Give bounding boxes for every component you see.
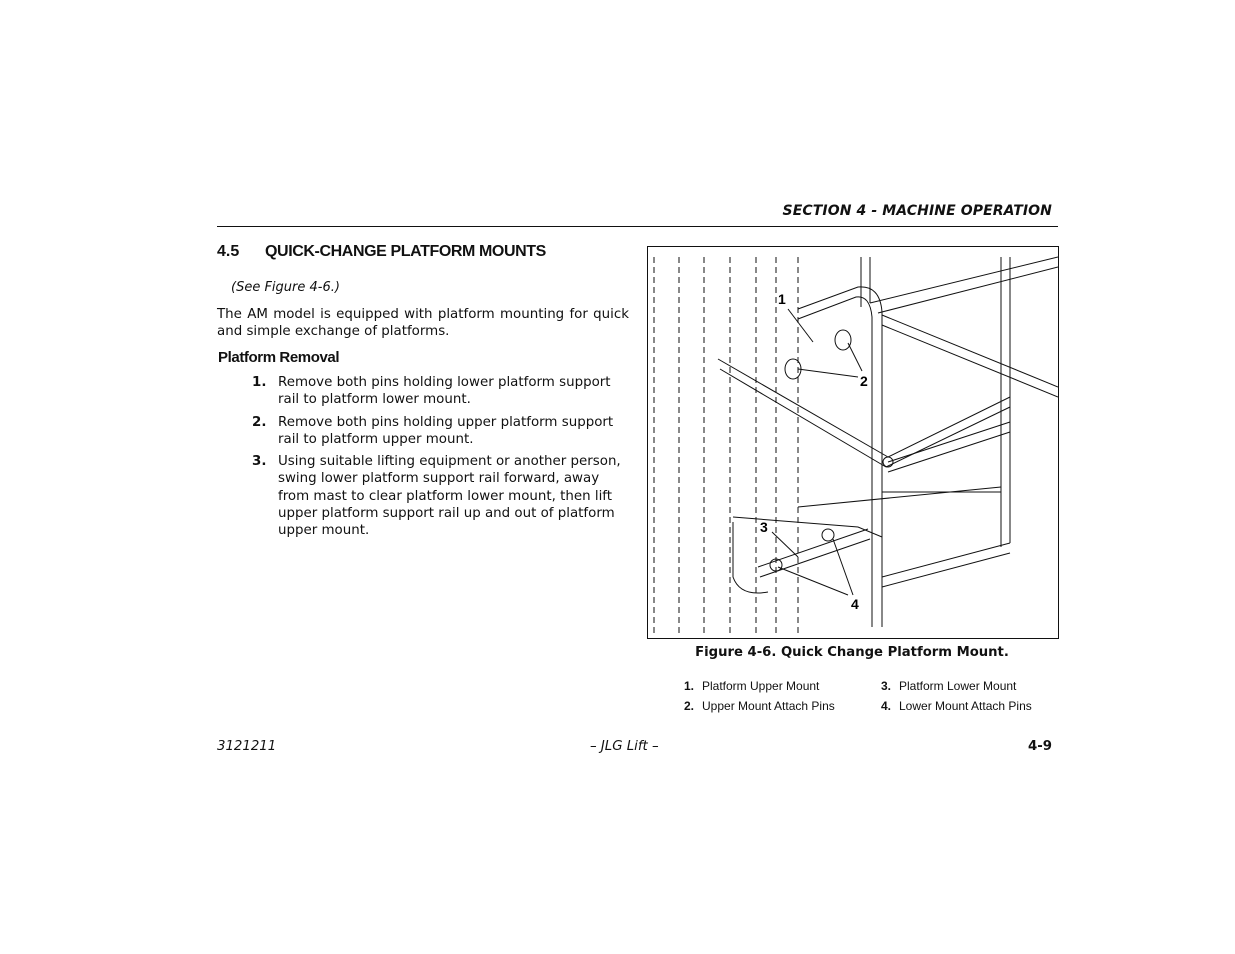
legend-item: 1. Platform Upper Mount (684, 679, 819, 693)
footer-brand: – JLG Lift – (590, 739, 659, 754)
section-number: 4.5 (217, 243, 240, 260)
step-text: Using suitable lifting equipment or anot… (278, 454, 621, 539)
step-number: 1. (252, 375, 267, 390)
intro-paragraph: The AM model is equipped with platform m… (217, 307, 629, 339)
callout-2: 2 (860, 373, 868, 389)
legend-label: Upper Mount Attach Pins (702, 699, 835, 713)
figure-caption: Figure 4-6. Quick Change Platform Mount. (695, 645, 1009, 660)
platform-mount-drawing: 1 2 3 4 (653, 256, 1059, 637)
legend-item: 3. Platform Lower Mount (881, 679, 1016, 693)
legend-number: 3. (881, 679, 892, 693)
list-item: 3. Using suitable lifting equipment or a… (217, 453, 632, 539)
document-number: 3121211 (217, 739, 277, 754)
page-number: 4-9 (1027, 739, 1052, 754)
figure-reference: (See Figure 4-6.) (231, 280, 340, 295)
procedure-steps: 1. Remove both pins holding lower platfo… (217, 374, 632, 545)
legend-label: Lower Mount Attach Pins (899, 699, 1032, 713)
legend-label: Platform Upper Mount (702, 679, 820, 693)
step-number: 3. (252, 454, 267, 470)
legend-number: 2. (684, 699, 695, 713)
legend-item: 2. Upper Mount Attach Pins (684, 699, 835, 713)
legend-label: Platform Lower Mount (899, 679, 1017, 693)
legend-item: 4. Lower Mount Attach Pins (881, 699, 1032, 713)
legend-number: 4. (881, 699, 892, 713)
legend-number: 1. (684, 679, 695, 693)
callout-3: 3 (760, 519, 768, 535)
step-text: Remove both pins holding lower platform … (278, 375, 611, 408)
list-item: 2. Remove both pins holding upper platfo… (217, 414, 632, 449)
subheading: Platform Removal (218, 349, 340, 366)
callout-1: 1 (778, 291, 786, 307)
callout-4: 4 (851, 596, 859, 612)
list-item: 1. Remove both pins holding lower platfo… (217, 374, 632, 409)
figure-illustration: 1 2 3 4 (647, 246, 1059, 639)
step-text: Remove both pins holding upper platform … (278, 414, 614, 447)
section-header: SECTION 4 - MACHINE OPERATION (782, 203, 1052, 219)
header-rule (217, 226, 1058, 227)
section-title: QUICK-CHANGE PLATFORM MOUNTS (265, 243, 546, 260)
step-number: 2. (252, 414, 267, 430)
